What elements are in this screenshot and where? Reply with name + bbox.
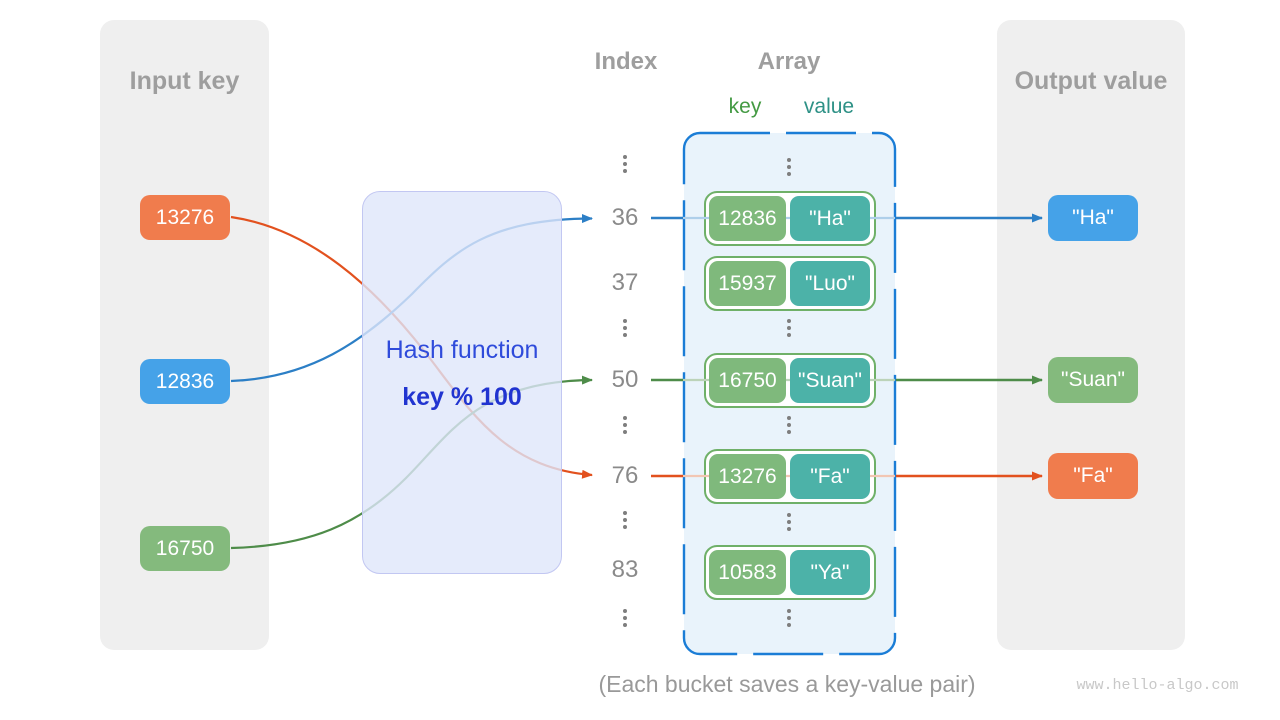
output-value-panel: Output value [997,20,1185,650]
bucket-value: "Ya" [790,550,870,595]
bucket-value: "Suan" [790,358,870,403]
ellipsis-icon [623,416,627,434]
input-key-13276: 13276 [140,195,230,240]
ellipsis-icon [787,513,791,531]
ellipsis-icon [787,319,791,337]
bucket-value: "Luo" [790,261,870,306]
bucket-key: 10583 [709,550,786,595]
index-37: 37 [611,269,639,296]
diagram-caption: (Each bucket saves a key-value pair) [598,671,976,697]
index-83: 83 [611,556,639,583]
ellipsis-icon [623,609,627,627]
bucket-key: 15937 [709,261,786,306]
ellipsis-icon [623,155,627,173]
hash-function-box: Hash function key % 100 [362,191,562,574]
ellipsis-icon [787,416,791,434]
input-key-title: Input key [129,67,240,95]
array-key-header: key [728,95,762,118]
array-column-title: Array [757,48,821,75]
bucket-value: "Ha" [790,196,870,241]
index-column-title: Index [594,48,658,75]
index-50: 50 [611,366,639,393]
watermark: www.hello-algo.com [1076,677,1239,694]
ellipsis-icon [787,609,791,627]
ellipsis-icon [623,511,627,529]
output-value-suan: "Suan" [1048,357,1138,403]
bucket-value: "Fa" [790,454,870,499]
output-value-fa: "Fa" [1048,453,1138,499]
input-key-12836: 12836 [140,359,230,404]
output-value-ha: "Ha" [1048,195,1138,241]
ellipsis-icon [787,158,791,176]
index-76: 76 [611,462,639,489]
index-36: 36 [611,204,639,231]
hash-formula: key % 100 [402,383,522,411]
bucket-key: 12836 [709,196,786,241]
bucket-key: 16750 [709,358,786,403]
input-key-16750: 16750 [140,526,230,571]
output-value-title: Output value [1014,67,1168,95]
hash-function-label: Hash function [385,336,539,364]
bucket-key: 13276 [709,454,786,499]
ellipsis-icon [623,319,627,337]
array-value-header: value [803,95,855,118]
